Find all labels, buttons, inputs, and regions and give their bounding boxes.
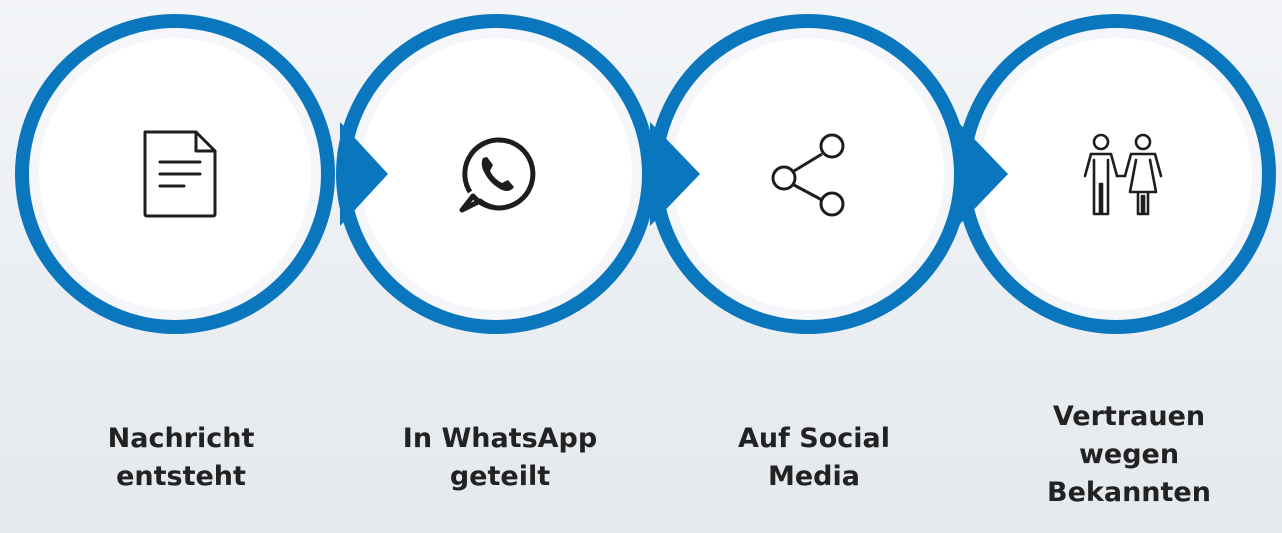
whatsapp-icon bbox=[459, 137, 536, 213]
arrow-tip-1 bbox=[340, 122, 388, 226]
step-label-1-line2: entsteht bbox=[116, 461, 246, 492]
step-disk-3 bbox=[672, 38, 944, 310]
step-label-4-line3: Bekannten bbox=[1047, 477, 1211, 508]
step-label-2-line2: geteilt bbox=[449, 461, 551, 492]
step-label-2: In WhatsApp geteilt bbox=[380, 420, 620, 496]
arrow-tip-3 bbox=[958, 122, 1008, 226]
couple-icon bbox=[1083, 133, 1163, 216]
arrow-tip-2 bbox=[650, 122, 700, 226]
step-label-1-line1: Nachricht bbox=[107, 423, 255, 454]
step-label-3-line1: Auf Social bbox=[738, 423, 890, 454]
step-label-3-line2: Media bbox=[768, 461, 860, 492]
step-label-4-line2: wegen bbox=[1078, 439, 1180, 470]
step-label-3: Auf Social Media bbox=[694, 420, 934, 496]
step-label-1: Nachricht entsteht bbox=[61, 420, 301, 496]
document-icon bbox=[143, 130, 217, 218]
step-label-4-line1: Vertrauen bbox=[1052, 401, 1206, 432]
step-disk-2 bbox=[360, 38, 632, 310]
step-label-2-line1: In WhatsApp bbox=[402, 423, 598, 454]
share-icon bbox=[771, 133, 845, 217]
step-label-4: Vertrauen wegen Bekannten bbox=[1009, 398, 1249, 512]
